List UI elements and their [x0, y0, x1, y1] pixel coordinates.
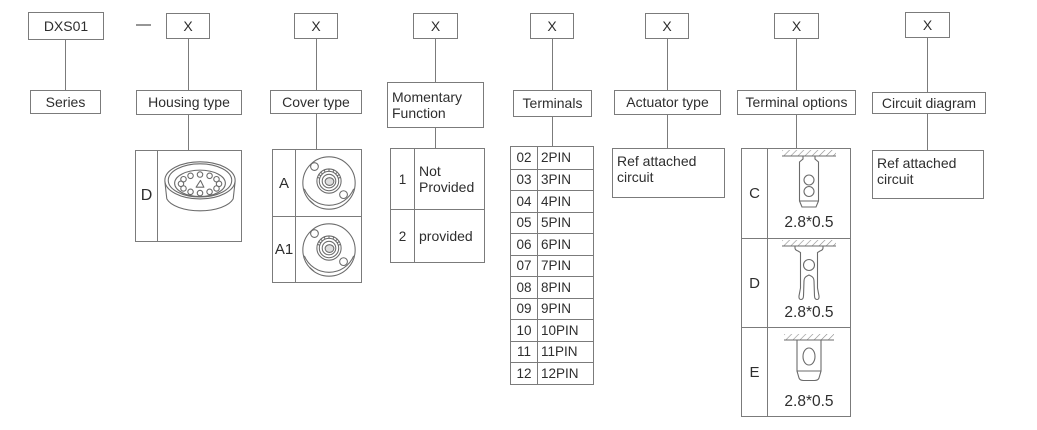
table-row: 05 5PIN — [511, 211, 593, 233]
momentary-option-cell: provided — [419, 227, 473, 244]
circuit-label: Circuit diagram — [872, 92, 986, 114]
round-cover-drawing — [296, 150, 361, 216]
terminal-option-code-cell: C — [742, 149, 768, 238]
momentary-table: 1 Not Provided 2 provided — [390, 148, 485, 263]
terminal-code-cell: 12 — [511, 363, 538, 384]
connector-line — [435, 39, 436, 82]
terminal-pin-cell: 7PIN — [541, 258, 572, 274]
table-row: 07 7PIN — [511, 254, 593, 276]
table-row: E 2.8*0.5 — [742, 327, 850, 416]
table-row: 1 Not Provided — [391, 149, 484, 209]
terminal-code-cell: 11 — [511, 341, 538, 362]
housing-code-cell: D — [136, 151, 158, 241]
table-row: D 2.8*0.5 — [742, 238, 850, 327]
connector-line — [667, 115, 668, 148]
housing-label: Housing type — [136, 90, 242, 115]
separator-dash: — — [136, 16, 151, 33]
table-row: 09 9PIN — [511, 297, 593, 319]
terminal-pin-cell: 12PIN — [541, 365, 579, 381]
terminal-option-code-cell: E — [742, 328, 768, 416]
table-row: 08 8PIN — [511, 276, 593, 298]
terminal-code-cell: 06 — [511, 234, 538, 255]
terminal-code-cell: 05 — [511, 212, 538, 233]
table-row: C 2.8*0.5 — [742, 149, 850, 238]
terminal-pin-cell: 9PIN — [541, 301, 572, 317]
table-row: 11 11PIN — [511, 340, 593, 362]
circuit-x-box: X — [905, 12, 950, 38]
actuator-note-box: Ref attached circuit — [612, 148, 725, 198]
momentary-code-cell: 1 — [391, 149, 415, 209]
table-row: 12 12PIN — [511, 362, 593, 384]
cover-label: Cover type — [270, 90, 362, 114]
connector-line — [316, 114, 317, 149]
table-row: A — [273, 150, 361, 216]
two-hole-tab-terminal — [769, 149, 849, 213]
series-label: Series — [30, 90, 101, 114]
momentary-option-cell: Not Provided — [419, 162, 475, 195]
terminal-dim-label: 2.8*0.5 — [784, 304, 834, 321]
terminal-code-cell: 07 — [511, 255, 538, 276]
connector-line — [65, 40, 66, 90]
terminal-pin-cell: 4PIN — [541, 193, 572, 209]
terminal-pin-cell: 6PIN — [541, 236, 572, 252]
terminal-pin-cell: 2PIN — [541, 150, 572, 166]
fork-tab-terminal — [769, 239, 849, 303]
connector-line — [316, 39, 317, 90]
housing-x-box: X — [166, 13, 210, 39]
connector-line — [552, 117, 553, 146]
series-code-box: DXS01 — [28, 12, 104, 40]
cover-table: A A1 — [272, 149, 362, 283]
cover-code-cell: A — [273, 150, 296, 216]
terminal-options-x-box: X — [774, 13, 819, 39]
connector-line — [188, 115, 189, 150]
connector-line — [188, 39, 189, 90]
terminal-pin-cell: 5PIN — [541, 215, 572, 231]
terminal-pin-cell: 8PIN — [541, 279, 572, 295]
terminal-options-label: Terminal options — [737, 90, 856, 115]
momentary-x-box: X — [413, 13, 458, 39]
connector-line — [927, 38, 928, 92]
terminal-pin-cell: 3PIN — [541, 172, 572, 188]
terminal-options-table: C 2.8*0.5 D — [741, 148, 851, 417]
terminal-code-cell: 09 — [511, 298, 538, 319]
terminal-code-cell: 03 — [511, 169, 538, 190]
circuit-note-box: Ref attached circuit — [872, 150, 984, 199]
round-cover-drawing — [296, 217, 361, 282]
table-row: 2 provided — [391, 209, 484, 262]
oval-hole-tab-terminal — [769, 328, 849, 392]
connector-line — [435, 128, 436, 148]
terminal-dim-label: 2.8*0.5 — [784, 214, 834, 231]
round-housing-drawing — [158, 151, 241, 241]
terminal-option-code-cell: D — [742, 239, 768, 327]
cover-x-box: X — [294, 13, 338, 39]
table-row: 04 4PIN — [511, 190, 593, 212]
actuator-label: Actuator type — [614, 90, 721, 115]
connector-line — [667, 39, 668, 90]
connector-line — [927, 114, 928, 150]
terminal-code-cell: 02 — [511, 147, 538, 169]
terminals-x-box: X — [530, 13, 574, 39]
momentary-code-cell: 2 — [391, 210, 415, 262]
terminal-pin-cell: 10PIN — [541, 322, 579, 338]
connector-line — [552, 39, 553, 90]
terminal-code-cell: 10 — [511, 320, 538, 341]
table-row: 06 6PIN — [511, 233, 593, 255]
housing-table: D — [135, 150, 242, 242]
terminal-dim-label: 2.8*0.5 — [784, 393, 834, 410]
terminal-code-cell: 04 — [511, 191, 538, 212]
terminal-code-cell: 08 — [511, 277, 538, 298]
table-row: 02 2PIN — [511, 147, 593, 169]
table-row: A1 — [273, 216, 361, 282]
table-row: 10 10PIN — [511, 319, 593, 341]
actuator-x-box: X — [645, 13, 689, 39]
terminals-label: Terminals — [513, 90, 592, 117]
connector-line — [796, 39, 797, 90]
table-row: 03 3PIN — [511, 168, 593, 190]
table-row: D — [136, 151, 241, 241]
terminal-pin-cell: 11PIN — [541, 344, 578, 360]
cover-code-cell: A1 — [273, 217, 296, 282]
connector-line — [796, 115, 797, 148]
terminals-table: 02 2PIN 03 3PIN 04 4PIN 05 5PIN 06 6PIN … — [510, 146, 594, 385]
momentary-label: Momentary Function — [387, 82, 484, 128]
